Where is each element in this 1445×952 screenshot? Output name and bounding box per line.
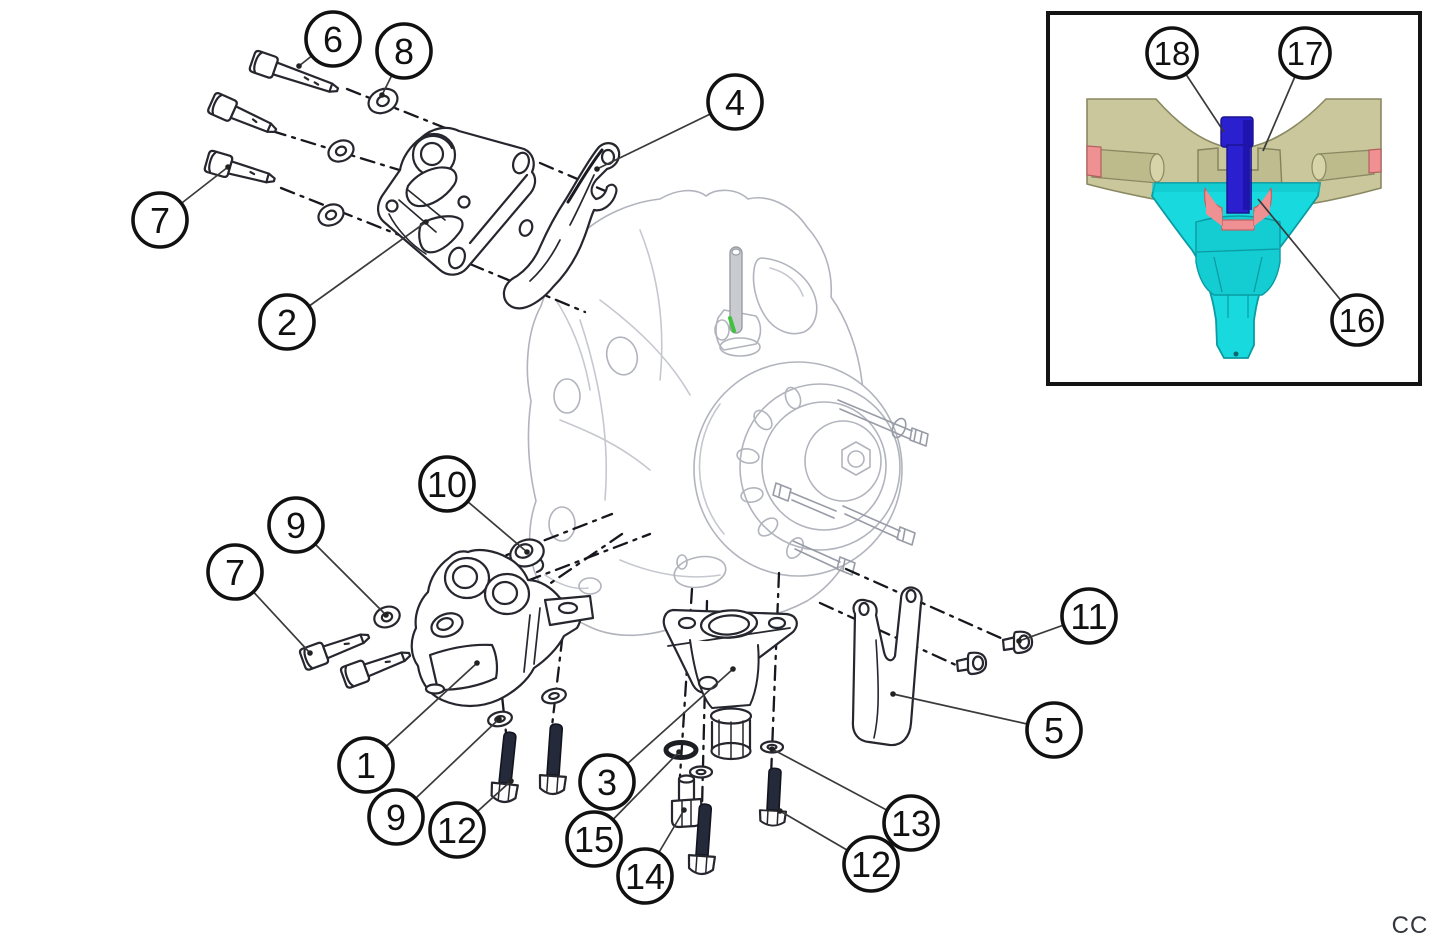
callout-15: 15 <box>565 749 682 868</box>
leader-dot <box>296 63 302 69</box>
flange-studs <box>772 399 929 576</box>
callout-number: 2 <box>277 302 297 343</box>
callout-number: 3 <box>597 762 617 803</box>
callout-12: 12 <box>428 778 514 859</box>
callout-number: 6 <box>323 19 343 60</box>
spacer-standoff <box>670 774 704 829</box>
leader-dot <box>474 660 480 666</box>
callout-4: 4 <box>594 73 764 172</box>
leader-dot <box>730 666 736 672</box>
washer <box>317 203 345 227</box>
callout-number: 8 <box>394 31 414 72</box>
callout-number: 15 <box>574 819 614 860</box>
callout-number: 9 <box>386 797 406 838</box>
dipstick <box>728 246 743 334</box>
callout-number: 18 <box>1154 35 1191 72</box>
callout-number: 12 <box>437 810 477 851</box>
callout-14: 14 <box>616 807 687 905</box>
callout-number: 4 <box>725 82 745 123</box>
leader-dot <box>777 808 783 814</box>
washer <box>327 139 355 163</box>
callout-16: 16 <box>1257 198 1384 347</box>
callout-number: 1 <box>356 745 376 786</box>
flange-bolt-dark <box>490 731 519 804</box>
inset-bushing-left <box>1086 145 1102 178</box>
inset-bushing-right <box>1368 148 1382 174</box>
flange-bolt-dark <box>687 803 716 876</box>
leader-dot <box>379 92 385 98</box>
washer <box>688 765 714 779</box>
callout-number: 11 <box>1070 596 1107 637</box>
leader-dot <box>225 164 231 170</box>
leader-dot <box>423 219 429 225</box>
callout-2: 2 <box>258 219 429 351</box>
leader-dot <box>769 746 775 752</box>
leader-dot <box>594 166 600 172</box>
flange-bolt-dark <box>538 723 567 796</box>
callout-8: 8 <box>375 22 433 98</box>
callout-number: 5 <box>1044 710 1064 751</box>
leader-dot <box>676 749 682 755</box>
callout-number: 13 <box>891 803 931 844</box>
callout-number: 12 <box>851 844 891 885</box>
callout-7: 7 <box>131 164 231 249</box>
callout-9: 9 <box>267 496 389 618</box>
callout-number: 9 <box>286 505 306 546</box>
callout-6: 6 <box>296 10 362 69</box>
leader-dot <box>383 612 389 618</box>
flange-bolt-dark <box>758 767 788 827</box>
socket-bolt <box>203 149 276 184</box>
callout-18: 18 <box>1145 26 1225 133</box>
leader-dot <box>508 778 514 784</box>
support-stay <box>502 142 621 310</box>
callout-3: 3 <box>578 666 736 811</box>
leader-dot <box>890 691 896 697</box>
leader-dot <box>307 650 313 656</box>
inset-pin <box>1220 116 1254 214</box>
callout-11: 11 <box>1016 587 1118 645</box>
leader-dot <box>1016 638 1022 644</box>
callout-5: 5 <box>890 691 1083 759</box>
dipstick-tube <box>714 309 762 357</box>
callout-9: 9 <box>367 716 502 846</box>
callout-number: 16 <box>1339 302 1376 339</box>
upper-mount-bracket <box>377 126 537 276</box>
callout-7: 7 <box>206 543 313 656</box>
watermark: CC <box>1392 912 1429 939</box>
callout-12: 12 <box>777 808 900 893</box>
washer <box>541 687 567 705</box>
inset-mount-body <box>1151 182 1322 359</box>
callout-number: 14 <box>625 856 665 897</box>
leader-dot <box>681 807 687 813</box>
callout-17: 17 <box>1262 26 1332 152</box>
o-ring <box>663 740 699 760</box>
callout-number: 10 <box>427 464 467 505</box>
washer <box>367 87 399 115</box>
callout-number: 7 <box>150 200 170 241</box>
leader-dot <box>524 549 530 555</box>
socket-bolt <box>207 92 278 133</box>
callout-13: 13 <box>769 746 940 852</box>
gearbox-housing <box>526 189 929 637</box>
output-flange <box>693 361 903 577</box>
leader-dot <box>496 716 502 722</box>
callout-1: 1 <box>337 660 480 794</box>
socket-bolt-long <box>248 49 340 93</box>
callout-10: 10 <box>418 455 530 555</box>
callout-number: 17 <box>1287 35 1324 72</box>
lower-mount-bracket <box>410 548 595 708</box>
socket-bolt <box>339 651 412 689</box>
guard-plate <box>851 586 923 747</box>
small-bolt <box>955 651 988 676</box>
engine-mount-funnel <box>662 608 798 761</box>
callout-number: 7 <box>225 552 245 593</box>
